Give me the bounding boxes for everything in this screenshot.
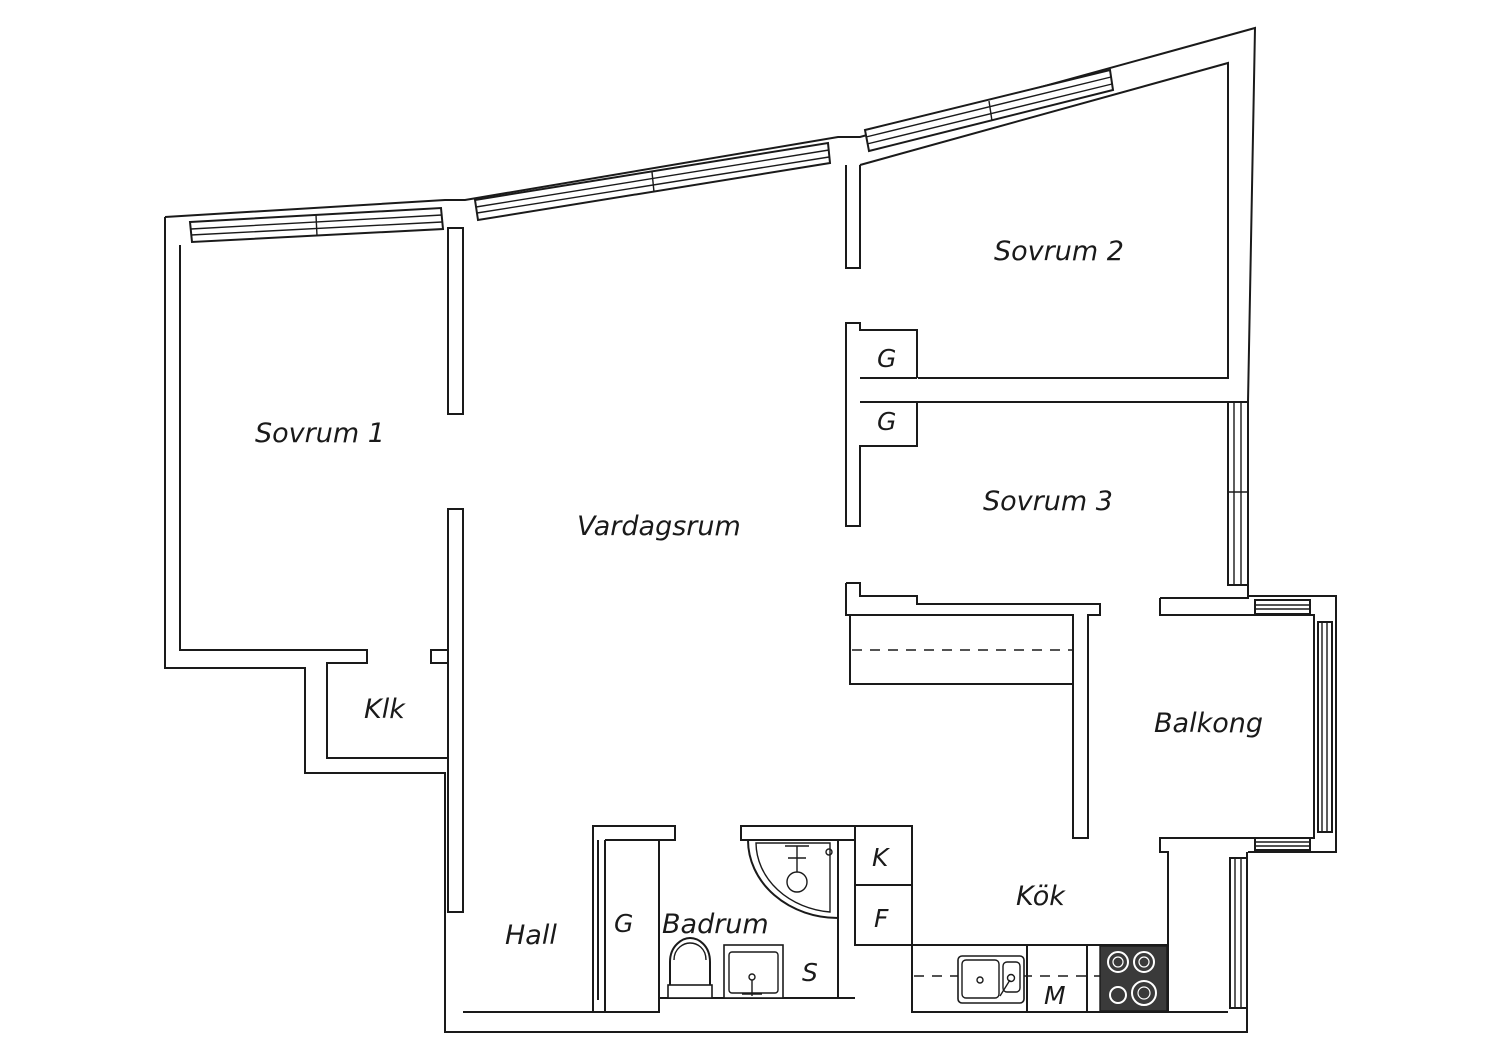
label-klk: Klk <box>364 694 406 725</box>
code-k: K <box>872 843 891 872</box>
code-g-hall: G <box>614 909 633 938</box>
code-m: M <box>1044 981 1066 1010</box>
code-g-sovrum-3: G <box>877 407 896 436</box>
north-windows <box>188 68 1115 244</box>
outer-walls <box>164 26 1257 1033</box>
label-sovrum-3: Sovrum 3 <box>983 486 1113 517</box>
label-balkong: Balkong <box>1154 708 1263 739</box>
label-sovrum-1: Sovrum 1 <box>255 418 385 449</box>
room-labels: Sovrum 1 Sovrum 2 Sovrum 3 Vardagsrum Kl… <box>255 236 1263 951</box>
kitchen-sink-icon <box>957 955 1025 1004</box>
fixture-codes: G G G K F S M <box>614 344 1066 1010</box>
sovrum-1-partition <box>430 227 464 913</box>
label-hall: Hall <box>505 920 557 951</box>
bathroom-sink-icon <box>723 944 784 999</box>
sovrum-3-east-window <box>1227 401 1249 586</box>
balkong-walls <box>1159 585 1337 1013</box>
code-f: F <box>874 904 889 933</box>
kitchen-counter <box>911 944 1169 1013</box>
toilet-icon <box>667 936 713 999</box>
label-vardagsrum: Vardagsrum <box>577 511 741 542</box>
code-s: S <box>802 958 818 987</box>
shower-icon <box>746 839 839 920</box>
label-badrum: Badrum <box>662 909 769 940</box>
sovrum-2-walls <box>845 61 1229 527</box>
label-kok: Kök <box>1016 881 1066 912</box>
code-g-sovrum-2: G <box>877 344 896 373</box>
stove-icon <box>1099 945 1168 1012</box>
label-sovrum-2: Sovrum 2 <box>994 236 1124 267</box>
kitchen-counter-block <box>845 582 1101 839</box>
